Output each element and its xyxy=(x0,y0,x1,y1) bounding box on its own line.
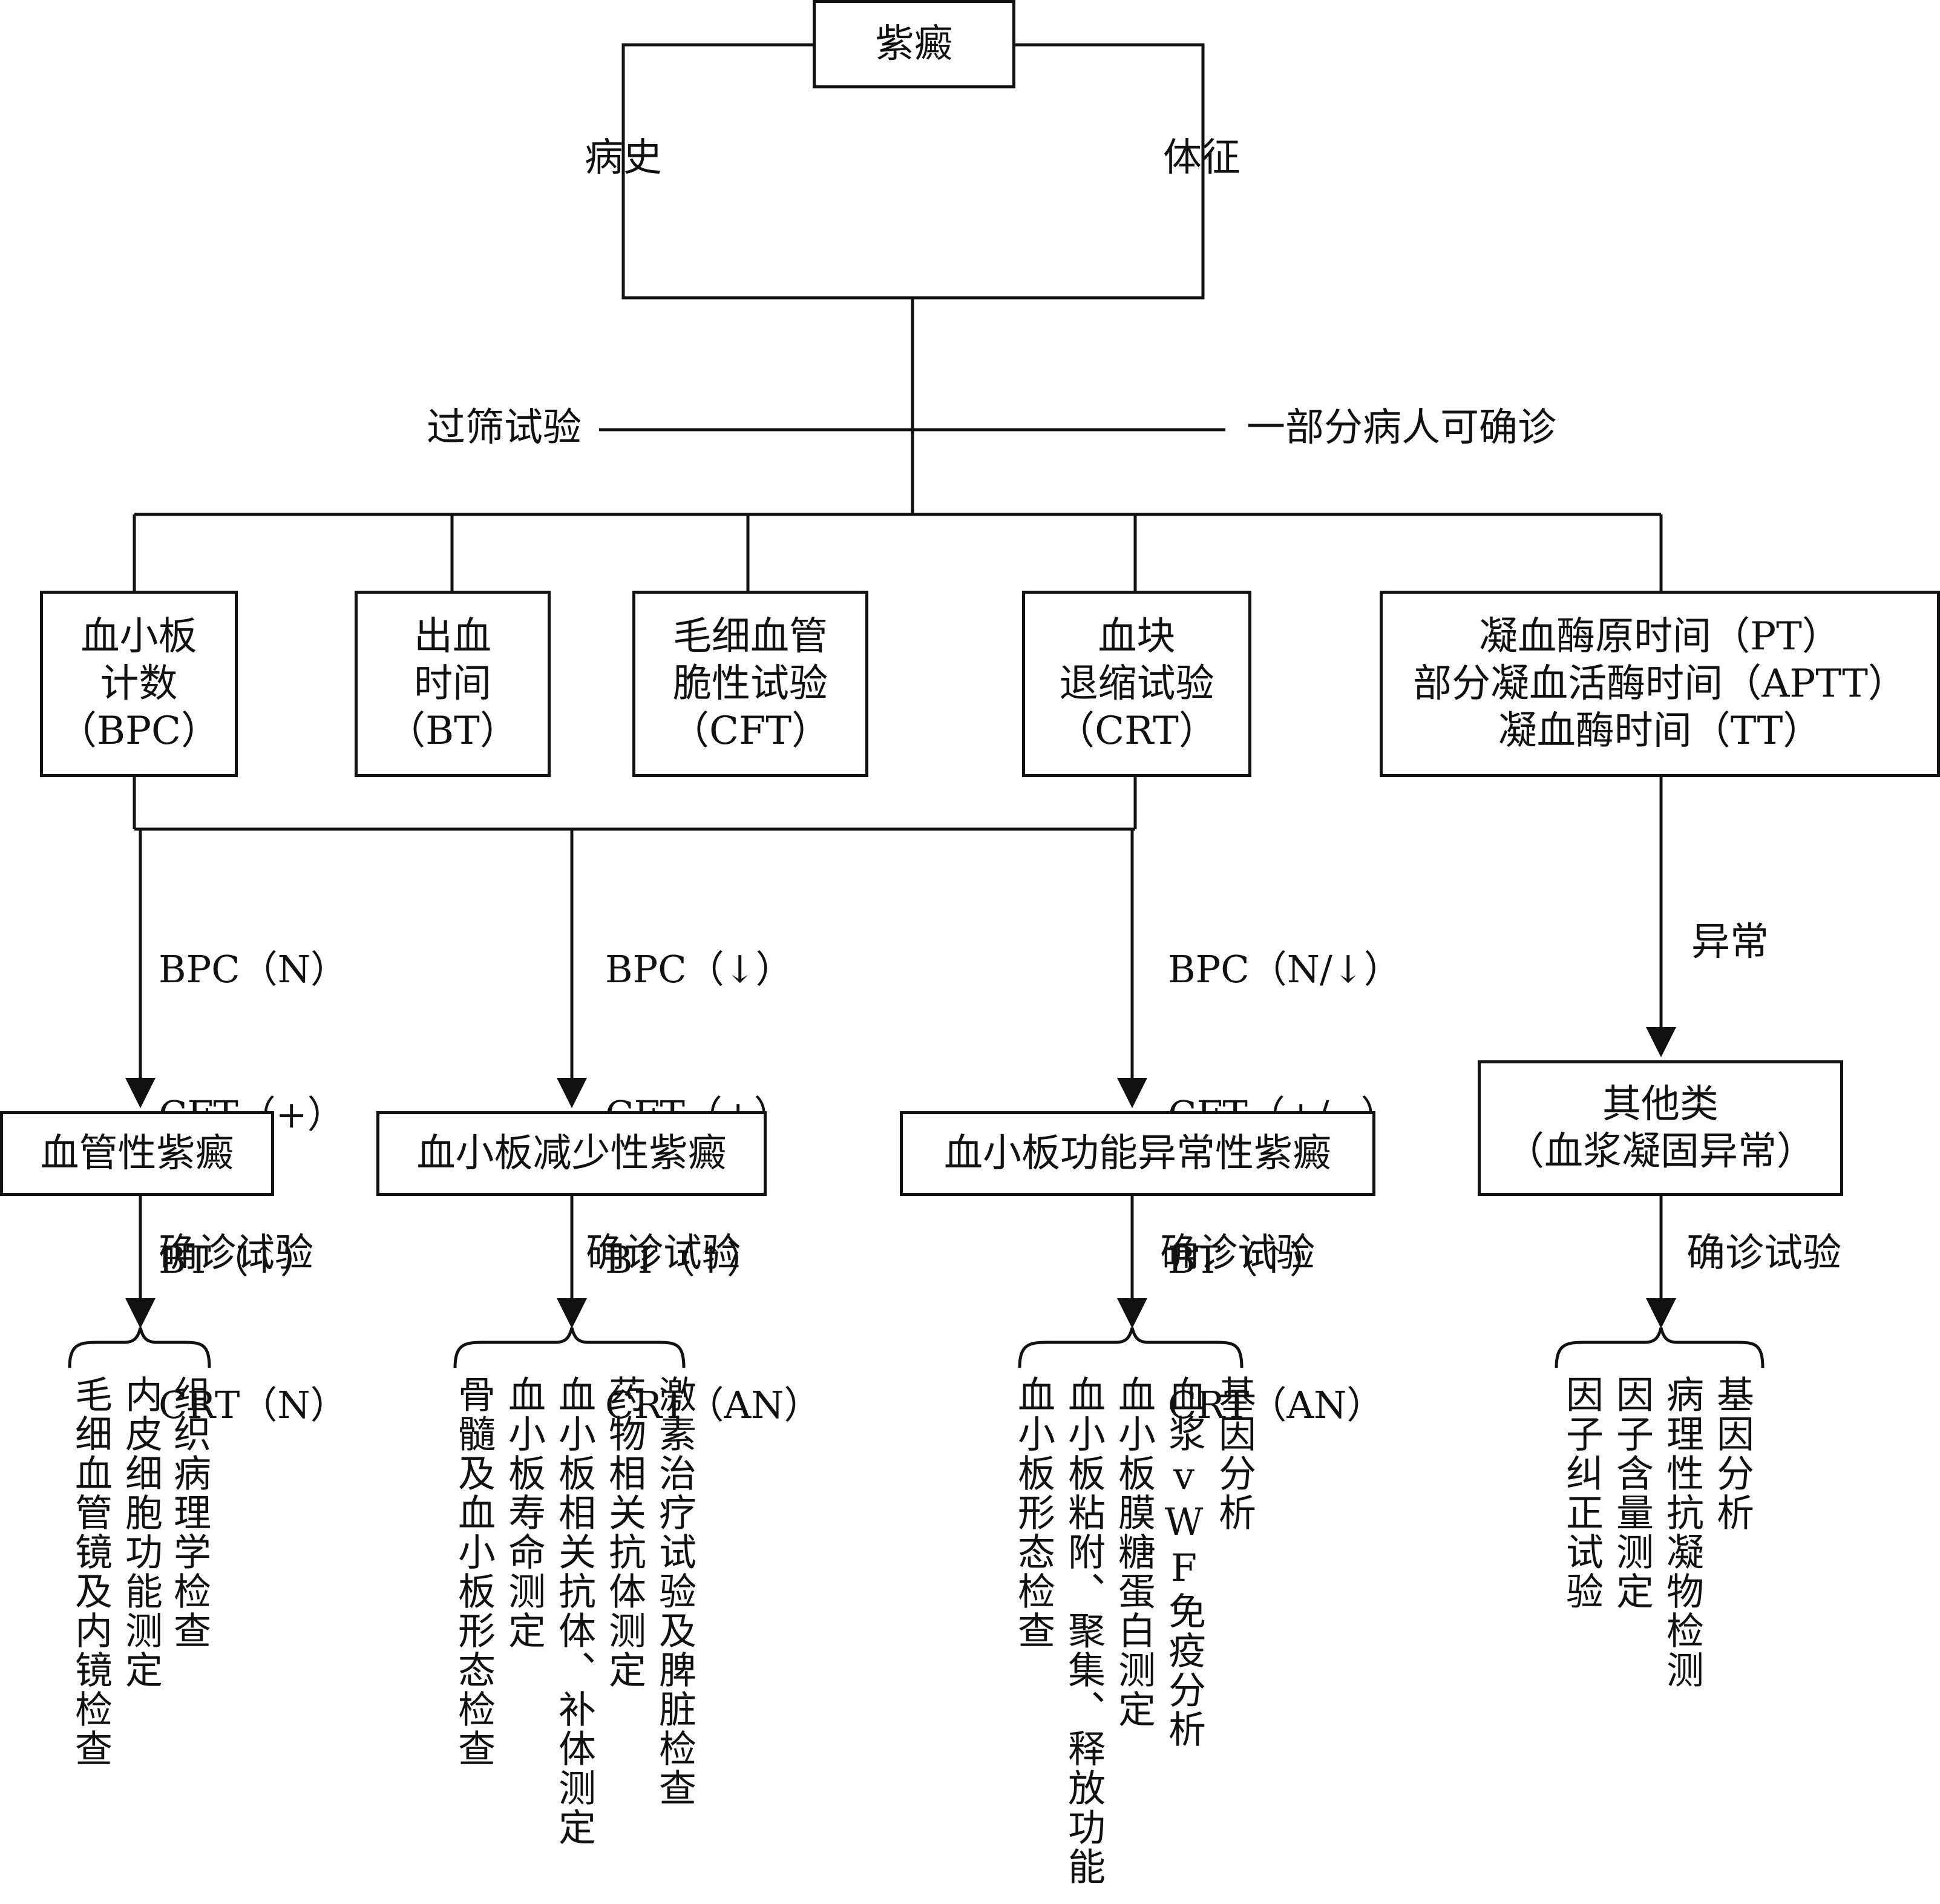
test-bt-line2: 时间 xyxy=(414,661,491,706)
category-box-vascular: 血管性紫癜 xyxy=(0,1111,274,1196)
confirm-other-4: 因子纠正试验 xyxy=(1559,1375,1604,1611)
category-box-dysfunction: 血小板功能异常性紫癜 xyxy=(900,1111,1375,1196)
criteria-vascular-crt: CRT（N） xyxy=(159,1383,348,1427)
confirm-label-thrombocytopenic: 确诊试验 xyxy=(586,1231,741,1276)
root-box-purpura: 紫癜 xyxy=(813,0,1015,88)
abnormal-label: 异常 xyxy=(1691,920,1769,965)
criteria-thrombocytopenic-bt: BT（↑） xyxy=(605,1238,764,1282)
history-label: 病史 xyxy=(585,136,662,180)
category-dysfunction-label: 血小板功能异常性紫癜 xyxy=(944,1131,1331,1176)
confirm-dysfunction-5: 血小板形态检查 xyxy=(1011,1375,1055,1650)
test-coag-line1: 凝血酶原时间（PT） xyxy=(1479,614,1841,659)
test-box-bpc: 血小板 计数 （BPC） xyxy=(40,591,238,777)
test-box-cft: 毛细血管 脆性试验 （CFT） xyxy=(632,591,868,777)
criteria-dysfunction-crt: CRT（AN） xyxy=(1168,1383,1385,1427)
criteria-vascular-bt: BT（↑） xyxy=(159,1238,318,1282)
confirm-other-3: 因子含量测定 xyxy=(1610,1375,1654,1611)
confirm-dysfunction-4: 血小板粘附、聚集、释放功能 xyxy=(1061,1375,1106,1886)
test-box-bt: 出血 时间 （BT） xyxy=(355,591,551,777)
confirm-label-other: 确诊试验 xyxy=(1686,1231,1841,1276)
test-cft-line3: （CFT） xyxy=(670,709,831,753)
confirm-thrombocytopenic-5: 骨髓及血小板形态检查 xyxy=(451,1375,496,1768)
test-bpc-line1: 血小板 xyxy=(80,614,197,659)
test-crt-line3: （CRT） xyxy=(1056,709,1217,753)
confirm-dysfunction-2: 血浆vWF免疫分析 xyxy=(1162,1375,1206,1749)
confirm-thrombocytopenic-1: 激素治疗试验及脾脏检查 xyxy=(652,1375,696,1808)
screening-label: 过筛试验 xyxy=(427,405,582,450)
confirm-vascular-1: 组织病理学检查 xyxy=(167,1375,211,1650)
test-coag-line3: 凝血酶时间（TT） xyxy=(1498,709,1822,753)
criteria-dysfunction-bpc: BPC（N/↓） xyxy=(1168,947,1401,991)
test-bt-line3: （BT） xyxy=(387,709,519,753)
category-box-other: 其他类 （血浆凝固异常） xyxy=(1478,1060,1843,1196)
signs-label: 体征 xyxy=(1163,136,1240,180)
criteria-dysfunction-bt: BT（↑） xyxy=(1168,1238,1327,1282)
test-crt-line1: 血块 xyxy=(1098,614,1176,659)
confirm-dysfunction-3: 血小板膜糖蛋白测定 xyxy=(1112,1375,1156,1729)
test-bpc-line3: （BPC） xyxy=(57,709,220,753)
category-other-line2: （血浆凝固异常） xyxy=(1506,1129,1815,1174)
confirm-dysfunction-1: 基因分析 xyxy=(1212,1375,1256,1532)
criteria-vascular-bpc: BPC（N） xyxy=(159,947,348,991)
test-cft-line1: 毛细血管 xyxy=(673,614,828,659)
confirm-label-dysfunction: 确诊试验 xyxy=(1160,1231,1315,1276)
criteria-thrombocytopenic-crt: CRT（AN） xyxy=(605,1383,822,1427)
test-bt-line1: 出血 xyxy=(414,614,491,659)
test-coag-line2: 部分凝血活酶时间（APTT） xyxy=(1413,661,1907,706)
test-crt-line2: 退缩试验 xyxy=(1059,661,1214,706)
confirm-thrombocytopenic-2: 药物相关抗体测定 xyxy=(602,1375,646,1690)
test-cft-line2: 脆性试验 xyxy=(673,661,828,706)
confirm-other-2: 病理性抗凝物检测 xyxy=(1660,1375,1704,1690)
test-bpc-line2: 计数 xyxy=(100,661,178,706)
confirm-vascular-3: 毛细血管镜及内镜检查 xyxy=(68,1375,113,1768)
category-thrombocytopenic-label: 血小板减少性紫癜 xyxy=(416,1131,727,1176)
confirm-label-vascular: 确诊试验 xyxy=(159,1231,313,1276)
test-box-coagulation: 凝血酶原时间（PT） 部分凝血活酶时间（APTT） 凝血酶时间（TT） xyxy=(1380,591,1940,777)
criteria-thrombocytopenic-bpc: BPC（↓） xyxy=(605,947,793,991)
confirm-other-1: 基因分析 xyxy=(1710,1375,1754,1532)
test-box-crt: 血块 退缩试验 （CRT） xyxy=(1022,591,1251,777)
confirm-vascular-2: 内皮细胞功能测定 xyxy=(119,1375,163,1690)
root-label: 紫癜 xyxy=(875,22,953,67)
category-box-thrombocytopenic: 血小板减少性紫癜 xyxy=(376,1111,767,1196)
category-other-line1: 其他类 xyxy=(1602,1082,1719,1127)
category-vascular-label: 血管性紫癜 xyxy=(40,1131,234,1176)
partial-diagnosis-label: 一部分病人可确诊 xyxy=(1247,405,1556,450)
confirm-thrombocytopenic-3: 血小板相关抗体、补体测定 xyxy=(552,1375,596,1847)
confirm-thrombocytopenic-4: 血小板寿命测定 xyxy=(502,1375,546,1650)
